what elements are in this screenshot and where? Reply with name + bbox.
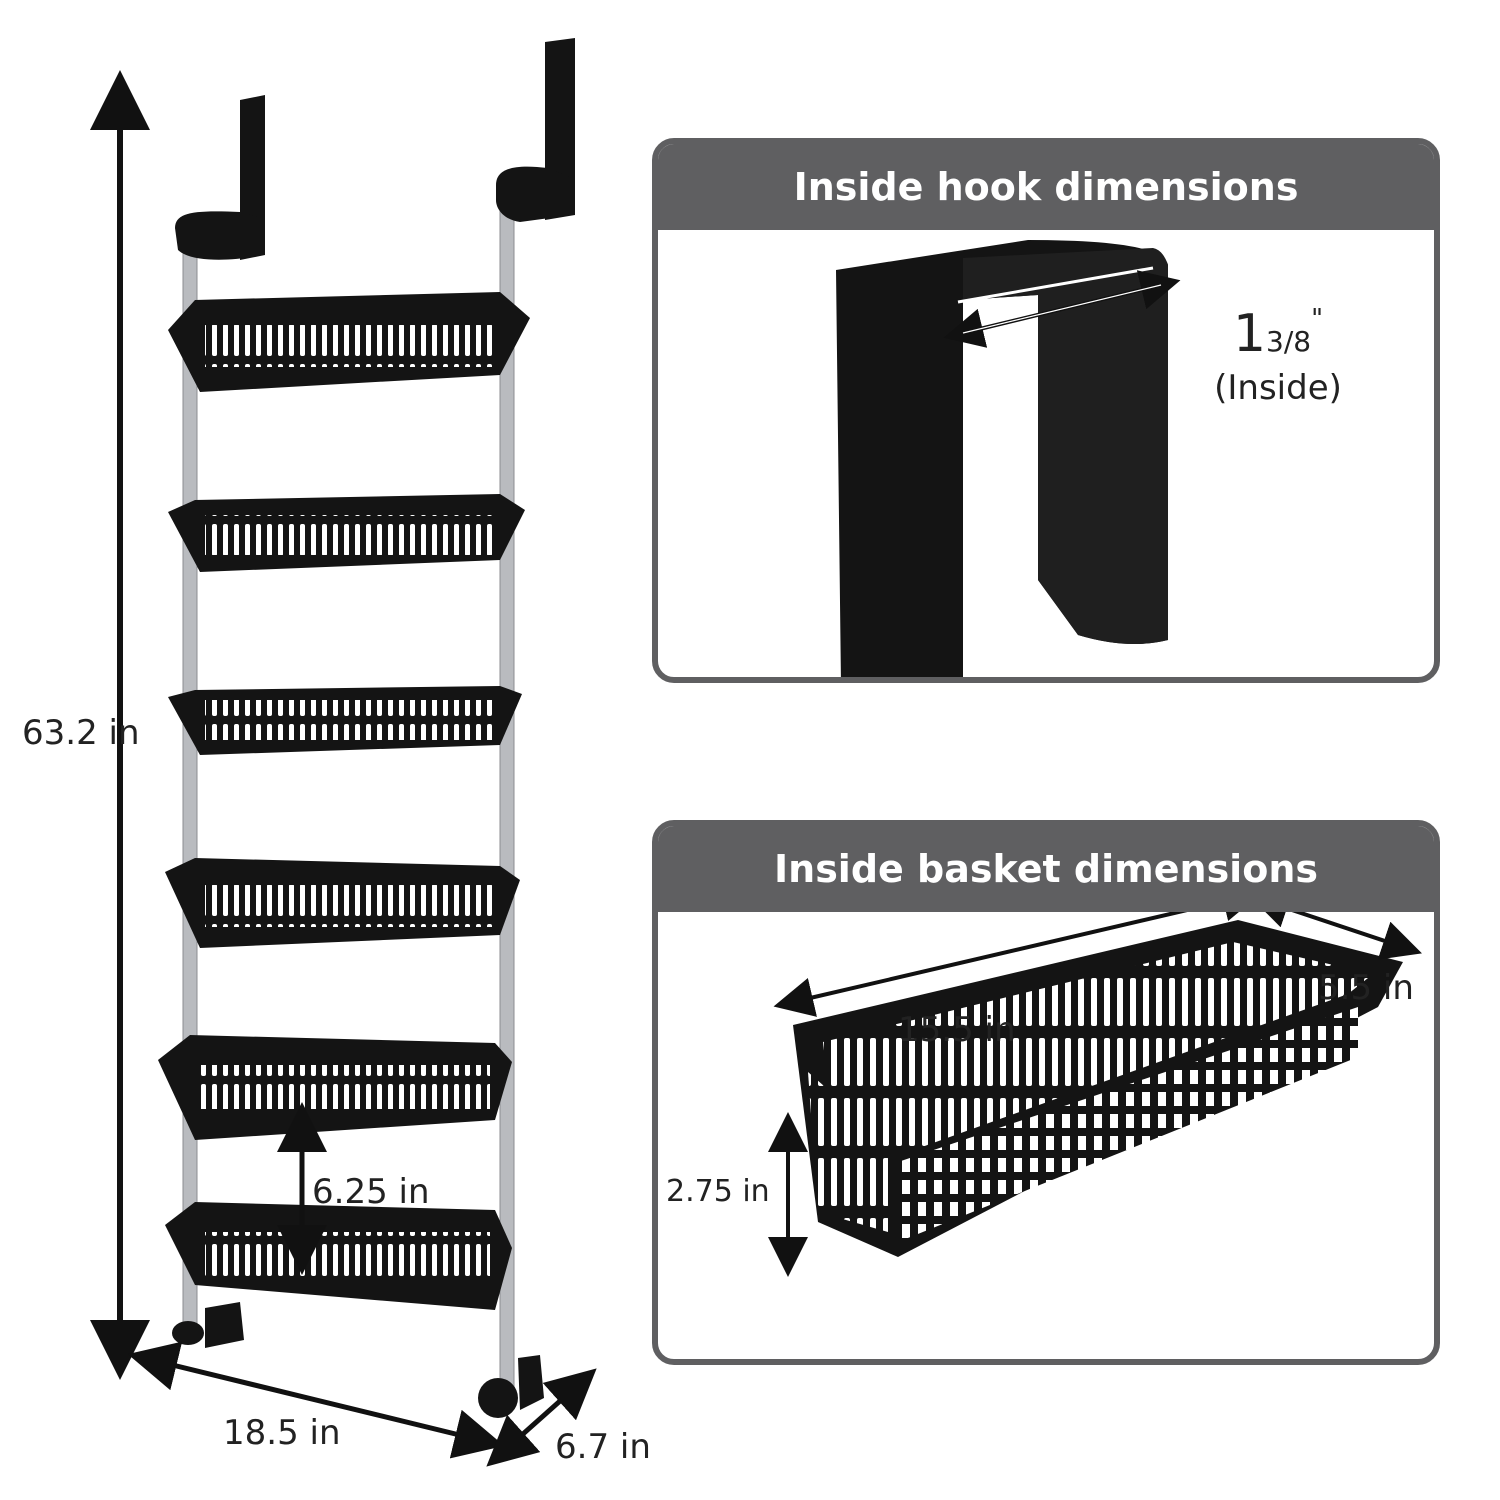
- depth-arrow: [486, 1368, 597, 1467]
- width-arrow: [127, 1341, 505, 1459]
- basket-length-label: 15.5 in: [898, 1010, 1016, 1050]
- left-hook: [175, 95, 265, 260]
- rack-basket-5: [158, 1035, 512, 1140]
- rack-height-label: 63.2 in: [22, 713, 140, 753]
- hook-measure-unit: ": [1311, 304, 1324, 334]
- hook-measure-note: (Inside): [1214, 368, 1342, 408]
- hook-drawing: [836, 240, 1181, 677]
- left-foot: [172, 1302, 244, 1348]
- right-hook: [496, 38, 575, 222]
- right-pole: [499, 194, 515, 1396]
- hook-measurement: 13/8" (Inside): [1188, 304, 1368, 408]
- left-pole: [182, 234, 198, 1326]
- rack-depth-label: 6.7 in: [555, 1427, 651, 1467]
- basket-width-arrow: [1249, 912, 1422, 960]
- rack-basket-2: [168, 494, 525, 572]
- hook-measure-whole: 1: [1232, 304, 1267, 364]
- hook-panel-title: Inside hook dimensions: [658, 144, 1434, 230]
- basket-width-label: 5.5 in: [1318, 968, 1414, 1008]
- basket-drawing: [768, 912, 1422, 1277]
- shelf-spacing-label: 6.25 in: [312, 1172, 430, 1212]
- rack-basket-4: [165, 858, 520, 948]
- basket-height-label: 2.75 in: [666, 1174, 770, 1209]
- hook-measure-fraction: 3/8: [1266, 325, 1312, 358]
- rack-basket-1: [168, 292, 530, 392]
- rack-basket-3: [168, 686, 522, 755]
- hook-dimensions-panel: Inside hook dimensions 13/8" (Inside): [652, 138, 1440, 683]
- rack-width-label: 18.5 in: [223, 1413, 341, 1453]
- rack-drawing: [90, 38, 597, 1467]
- basket-panel-title: Inside basket dimensions: [658, 826, 1434, 912]
- basket-dimensions-panel: Inside basket dimensions 15.5 in 5.5 in …: [652, 820, 1440, 1365]
- rack-illustration: [0, 0, 640, 1500]
- basket-length-arrow: [773, 912, 1263, 1017]
- rack-basket-6: [165, 1202, 512, 1310]
